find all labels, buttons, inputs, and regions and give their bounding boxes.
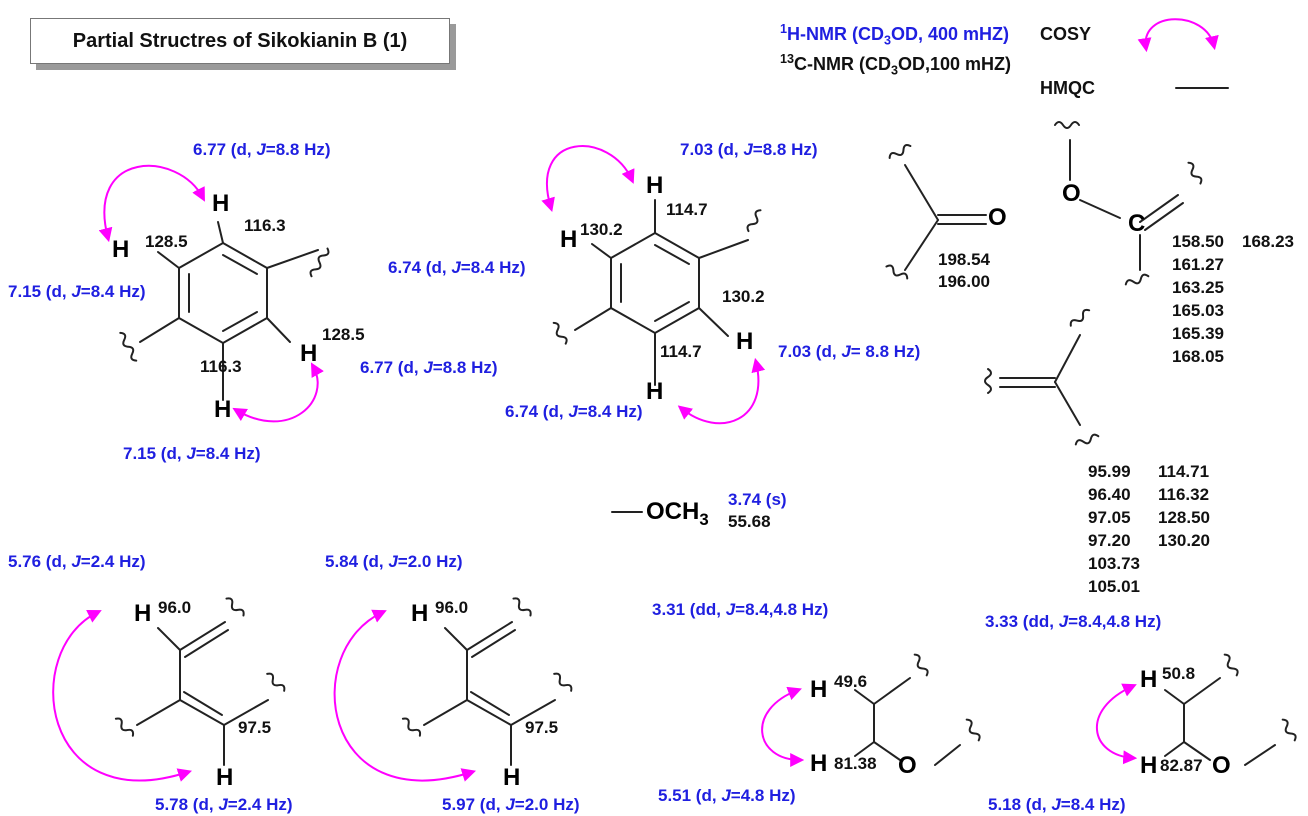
ring2-h-top: H	[646, 172, 664, 199]
ring1-h-top-shift: 6.77 (d, J=8.8 Hz)	[193, 140, 331, 159]
unit1-c-bottom: 97.5	[238, 718, 272, 737]
unit3-c-bottom: 81.38	[834, 754, 877, 773]
cosy-arrow-unit3	[761, 686, 805, 767]
unit3-h-top-shift: 3.31 (dd, J=8.4,4.8 Hz)	[652, 600, 829, 619]
cosy-arrow-ring1-top	[98, 164, 205, 243]
methoxy-h-shift: 3.74 (s)	[728, 490, 787, 509]
unit2-c-top: 96.0	[435, 598, 469, 617]
unit1-h-bottom-shift: 5.78 (d, J=2.4 Hz)	[155, 795, 293, 814]
unit4-o: O	[1212, 752, 1231, 779]
unit3-o: O	[898, 752, 917, 779]
h-nmr-legend: 1H-NMR (CD3OD, 400 mHZ)	[780, 22, 1010, 48]
unit2-h-top: H	[411, 600, 429, 627]
unit1-h-bottom: H	[216, 764, 234, 791]
unit2-h-top-shift: 5.84 (d, J=2.0 Hz)	[325, 552, 463, 571]
unit1-c-top: 96.0	[158, 598, 192, 617]
ring1-h-left-shift: 7.15 (d, J=8.4 Hz)	[8, 282, 146, 301]
unit3-h-bottom: H	[810, 750, 828, 777]
ring1-c2: 116.3	[244, 216, 286, 235]
methoxy-c-shift: 55.68	[728, 512, 771, 531]
unit4-c-top: 50.8	[1162, 664, 1196, 683]
unit2-c-bottom: 97.5	[525, 718, 559, 737]
unit3-c-top: 49.6	[834, 672, 868, 691]
unit2-h-bottom-shift: 5.97 (d, J=2.0 Hz)	[442, 795, 580, 814]
cosy-legend-label: COSY	[1040, 24, 1092, 44]
ring1-c3: 128.5	[322, 325, 365, 344]
ring2-h-left: H	[560, 226, 578, 253]
cosy-arrow-unit4	[1095, 683, 1138, 765]
cosy-arrow-ring1-bottom	[232, 362, 324, 423]
ring2-h-bottom-shift: 6.74 (d, J=8.4 Hz)	[505, 402, 643, 421]
unit4-h-top-shift: 3.33 (dd, J=8.4,4.8 Hz)	[985, 612, 1162, 631]
diagram-title: Partial Structres of Sikokianin B (1)	[72, 29, 408, 52]
ring1-c1: 128.5	[145, 232, 188, 251]
unit1-h-top-shift: 5.76 (d, J=2.4 Hz)	[8, 552, 146, 571]
ring1-c4: 116.3	[200, 357, 242, 376]
cosy-arrow-unit2	[333, 609, 477, 782]
ring2-c4: 114.7	[660, 342, 702, 361]
ring1-h-left: H	[112, 236, 130, 263]
ring2-h-right-shift: 7.03 (d, J= 8.8 Hz)	[778, 342, 921, 361]
ring1-h-top: H	[212, 190, 230, 217]
unit1-h-top: H	[134, 600, 152, 627]
ring2-h-left-shift: 6.74 (d, J=8.4 Hz)	[388, 258, 526, 277]
ring2-h-top-shift: 7.03 (d, J=8.8 Hz)	[680, 140, 818, 159]
ring2-c1: 130.2	[580, 220, 623, 239]
unit4-h-bottom: H	[1140, 752, 1158, 779]
methoxy-group: OCH3	[646, 498, 709, 529]
ring1-h-bottom-shift: 7.15 (d, J=8.4 Hz)	[123, 444, 261, 463]
carbonyl-c1: 198.54	[938, 250, 990, 269]
title-box: Partial Structres of Sikokianin B (1)	[30, 18, 450, 64]
unit3-h-top: H	[810, 676, 828, 703]
unit2-h-bottom: H	[503, 764, 521, 791]
benzene-ring-1	[178, 241, 268, 345]
ring2-h-right: H	[736, 328, 754, 355]
unit3-h-bottom-shift: 5.51 (d, J=4.8 Hz)	[658, 786, 796, 805]
ester-c: C	[1128, 210, 1146, 237]
cosy-arrow-unit1	[52, 610, 192, 782]
ring1-h-right: H	[300, 340, 318, 367]
benzene-ring-2	[610, 231, 700, 335]
cosy-legend-arrow	[1137, 18, 1219, 53]
ring1-h-right-shift: 6.77 (d, J=8.8 Hz)	[360, 358, 498, 377]
ring2-h-bottom: H	[646, 378, 664, 405]
cosy-arrow-ring2-top	[541, 145, 635, 213]
ester-o: O	[1062, 180, 1081, 207]
ester-shift-col2: 168.23	[1242, 232, 1294, 251]
c-nmr-legend: 13C-NMR (CD3OD,100 mHZ)	[780, 52, 1012, 78]
unit4-h-top: H	[1140, 666, 1158, 693]
unit4-c-bottom: 82.87	[1160, 756, 1203, 775]
carbonyl-o: O	[988, 204, 1007, 231]
ring2-c2: 114.7	[666, 200, 708, 219]
hmqc-legend-label: HMQC	[1040, 78, 1095, 98]
ring1-h-bottom: H	[214, 396, 232, 423]
carbonyl-c2: 196.00	[938, 272, 990, 291]
ring2-c3: 130.2	[722, 287, 765, 306]
unit4-h-bottom-shift: 5.18 (d, J=8.4 Hz)	[988, 795, 1126, 814]
cosy-arrow-ring2-bottom	[677, 357, 766, 425]
